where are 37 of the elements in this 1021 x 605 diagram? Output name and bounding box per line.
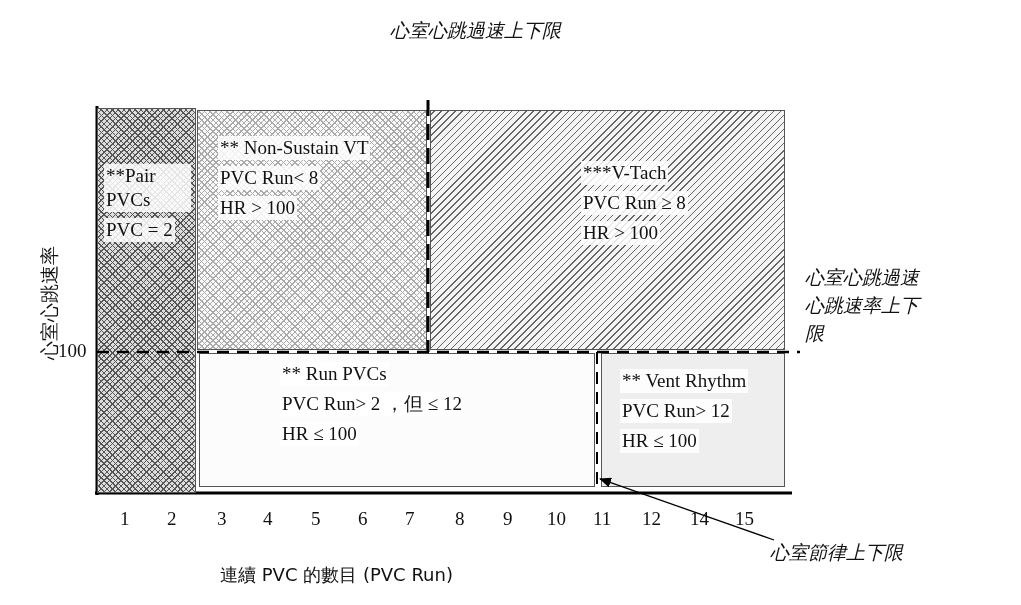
annotation-text: 心室節律上下限 (770, 540, 903, 566)
tick-label: 11 (593, 508, 612, 530)
tick-label: 3 (217, 508, 227, 530)
tick-label: 4 (263, 508, 273, 530)
tick-label: 100 (58, 340, 87, 362)
hatched-region (197, 110, 427, 350)
tick-label: 15 (735, 508, 754, 530)
region-label: PVC Run> 12 (620, 399, 732, 423)
region-label: ** Vent Rhythm (620, 369, 749, 393)
region-label: HR > 100 (218, 196, 298, 220)
tick-label: 6 (358, 508, 368, 530)
tick-label: 12 (642, 508, 661, 530)
hatched-region (430, 110, 785, 350)
region-label: PVC = 2 (104, 218, 175, 242)
axis-title: 連續 PVC 的數目 (PVC Run) (220, 563, 453, 587)
tick-label: 9 (503, 508, 513, 530)
region-label: HR ≤ 100 (620, 429, 699, 453)
region-label: ***V-Tach (581, 161, 669, 185)
tick-label: 14 (690, 508, 709, 530)
region-label: **Pair PVCs (104, 164, 191, 212)
annotation-text: 心室心跳過速上下限 (390, 18, 561, 43)
region-label: HR > 100 (581, 221, 661, 245)
region-label: PVC Run< 8 (218, 166, 321, 190)
region-label: ** Non-Sustain VT (218, 136, 371, 160)
tick-label: 10 (547, 508, 566, 530)
tick-label: 2 (167, 508, 177, 530)
annotation-text: 心室心跳過速心跳速率上下限 (805, 263, 923, 347)
tick-label: 8 (455, 508, 465, 530)
tick-label: 7 (405, 508, 415, 530)
tick-label: 1 (120, 508, 130, 530)
region-box (199, 353, 595, 487)
hatched-region (97, 108, 196, 493)
region-label: PVC Run ≥ 8 (581, 191, 688, 215)
axis-title: 心室心跳速率 (37, 245, 60, 362)
tick-label: 5 (311, 508, 321, 530)
region-box (601, 353, 785, 487)
leader-line (599, 477, 775, 541)
